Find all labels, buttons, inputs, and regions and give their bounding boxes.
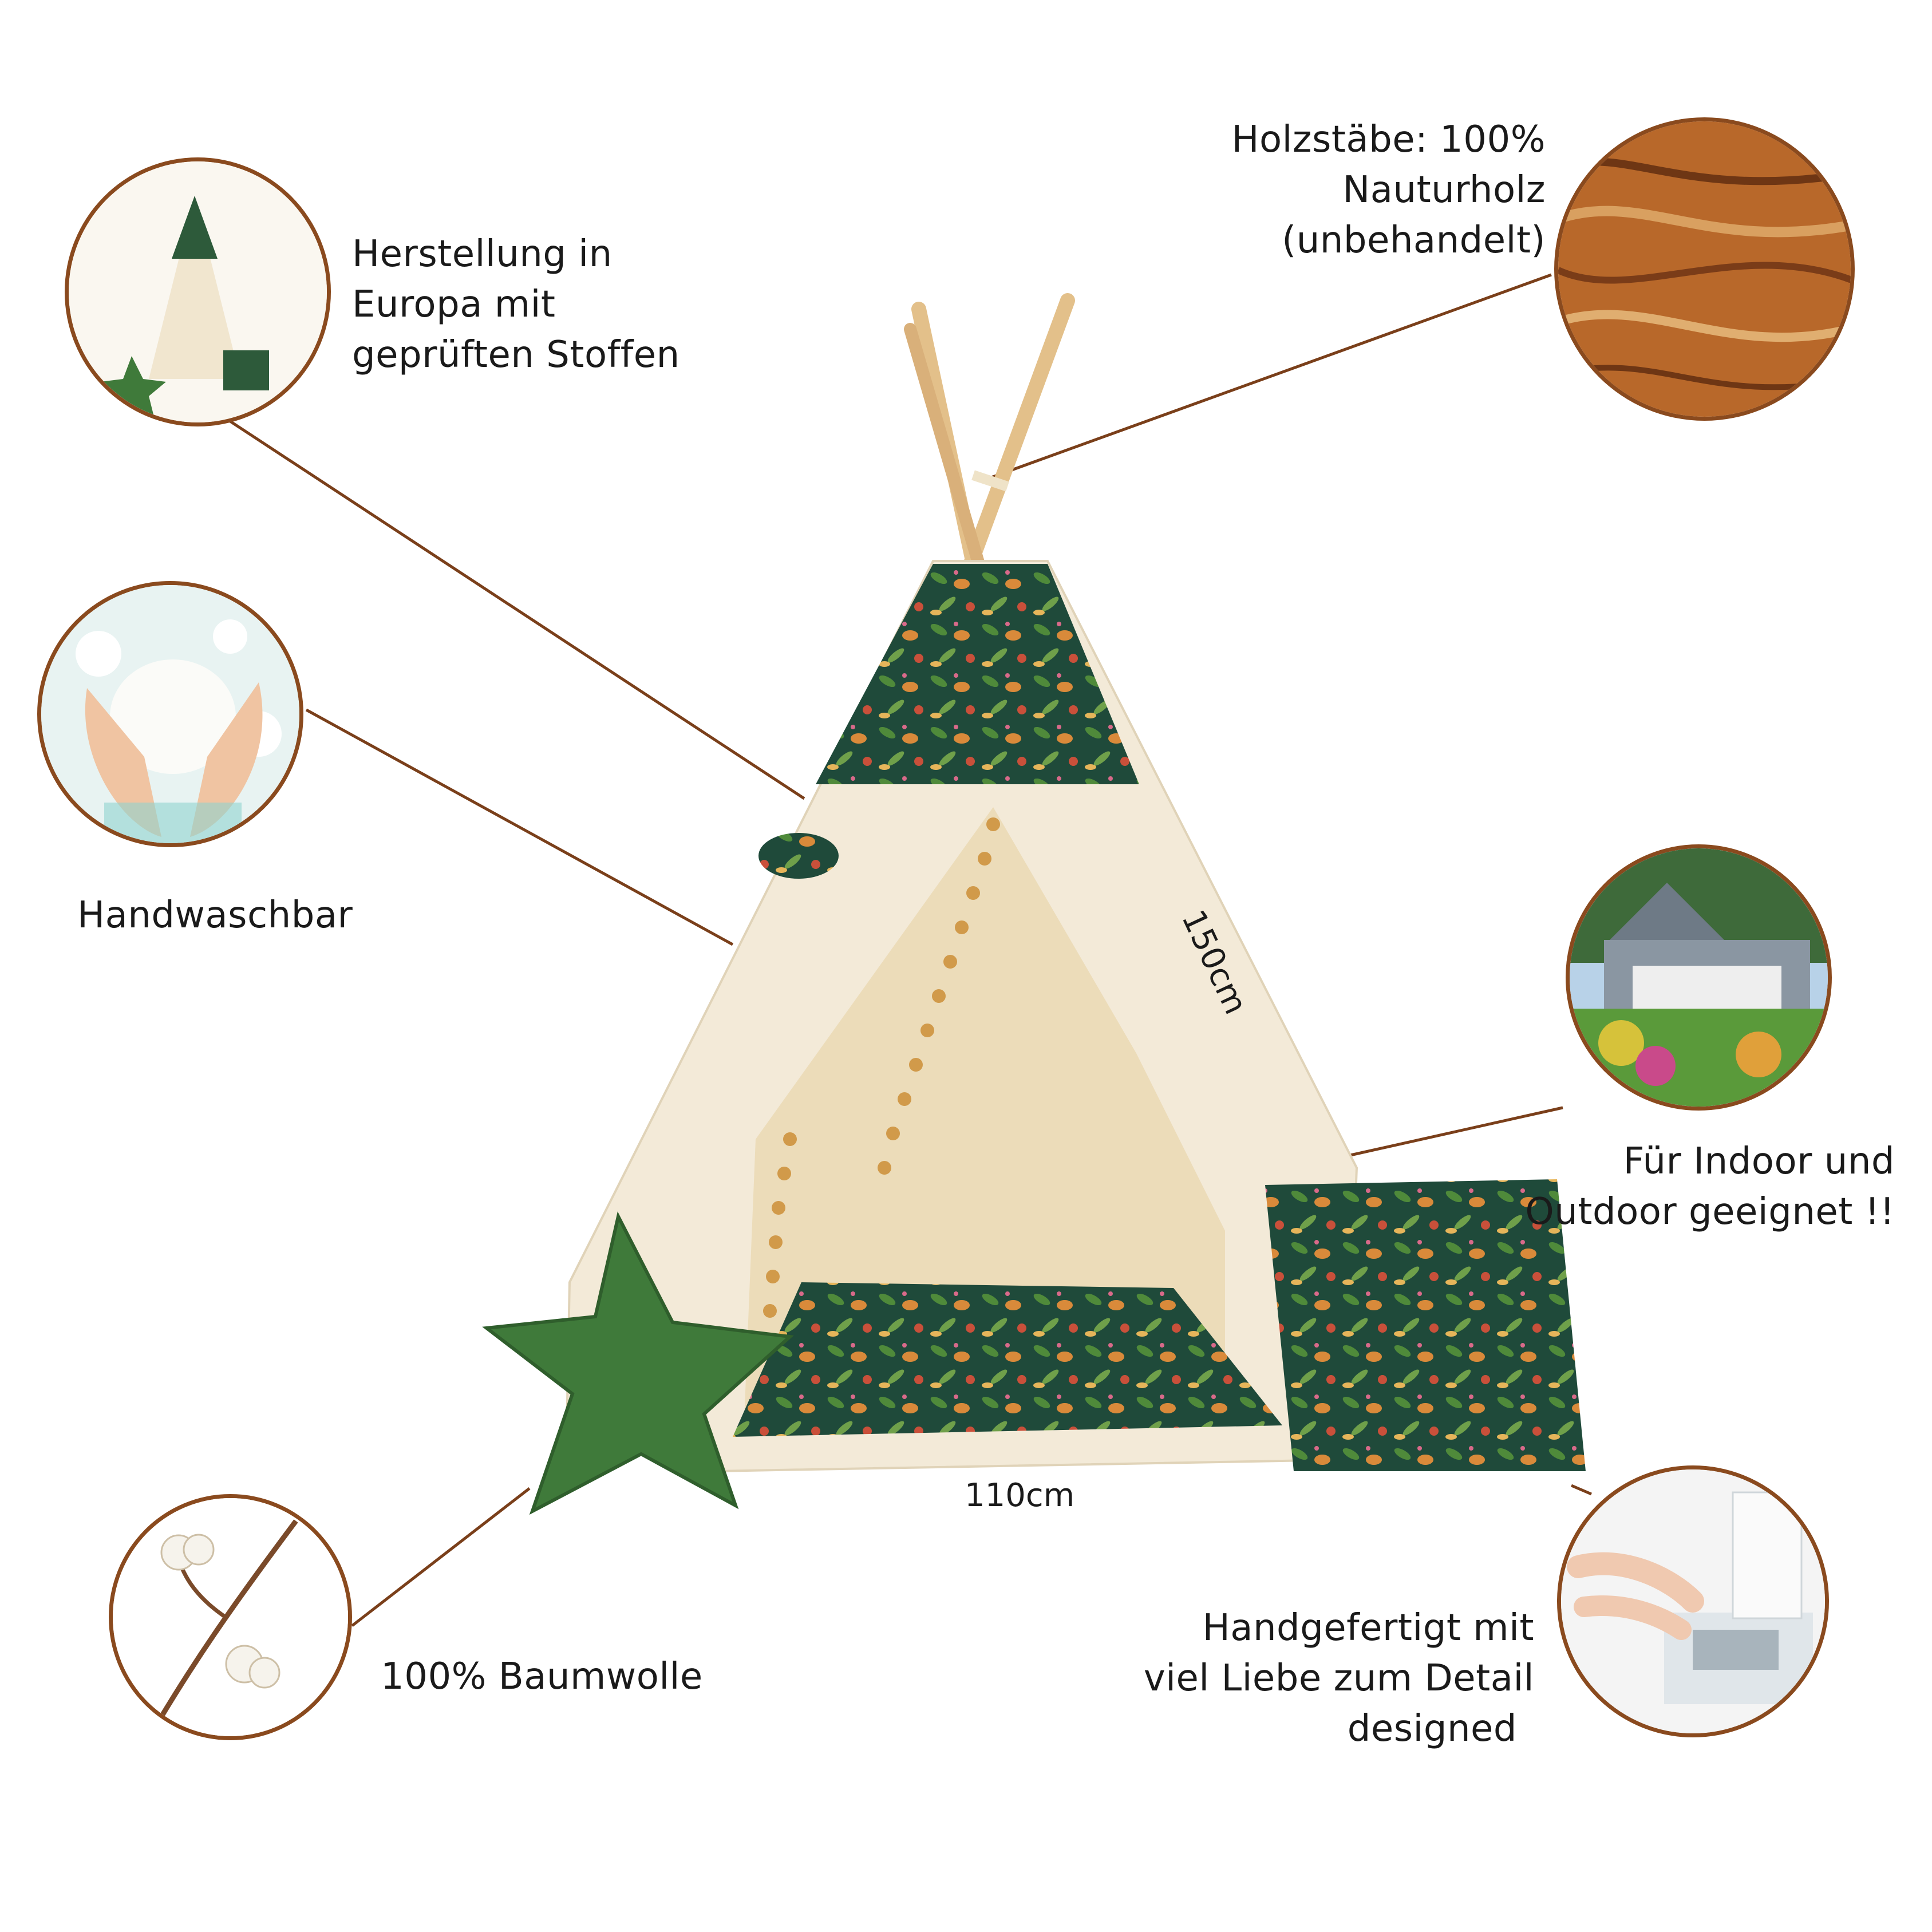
- pompom-trim: [763, 817, 1000, 1318]
- width-dimension-label: 110cm: [965, 1477, 1075, 1514]
- feature-handgefertigt: Handgefertigt mit viel Liebe zum Detail …: [1143, 1607, 1534, 1750]
- feature-herstellung: Herstellung in Europa mit geprüften Stof…: [352, 233, 680, 376]
- tent-pole: [904, 323, 991, 590]
- hand-wash-icon: [37, 581, 303, 847]
- cotton-branch-icon: [109, 1494, 352, 1740]
- feature-baumwolle: 100% Baumwolle: [381, 1656, 703, 1698]
- house-icon: [1566, 844, 1832, 1111]
- square-pillow: [1265, 1179, 1586, 1471]
- tent-pole: [960, 293, 1075, 580]
- wood-grain-icon: [1554, 117, 1855, 421]
- sewing-machine-icon: [1557, 1465, 1829, 1737]
- teepee-thumbnail-icon: [65, 157, 331, 426]
- floor-mat: [733, 1282, 1282, 1437]
- feature-indoor-outdoor: Für Indoor und Outdoor geeignet !!: [1525, 1140, 1895, 1233]
- feature-holz: Holzstäbe: 100% Nauturholz (unbehandelt): [1231, 118, 1546, 262]
- star-pillow-icon: [482, 1211, 794, 1515]
- feature-handwaschbar: Handwaschbar: [77, 894, 353, 937]
